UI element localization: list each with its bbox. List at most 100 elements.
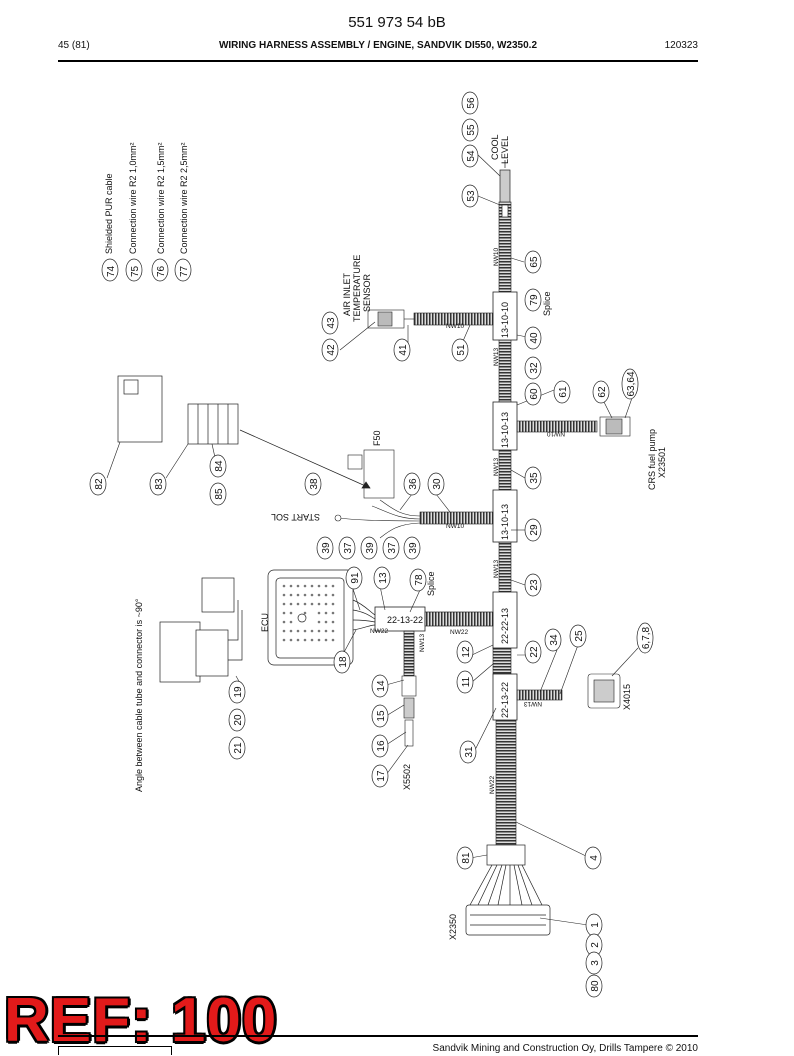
air-inlet-branch — [367, 309, 494, 329]
item-balloon-number: 4 — [589, 855, 600, 861]
junction-label: 22-13-22 — [500, 682, 510, 718]
junction-label: 13-10-13 — [500, 412, 510, 448]
rotated-labels: Shielded PUR cable Connection wire R2 1,… — [104, 134, 667, 940]
splice-label-78: Splice — [426, 571, 436, 596]
ref-stamp: REF: 100 — [4, 986, 278, 1055]
item-balloon: 85 — [209, 482, 227, 506]
item-balloon: 36 — [403, 472, 421, 496]
item-balloon: 25 — [569, 624, 587, 648]
item-balloon: 35 — [524, 466, 542, 490]
item-balloon: 39 — [316, 536, 334, 560]
item-balloon: 19 — [228, 680, 246, 704]
balloon-77: 77 — [179, 265, 190, 277]
air-inlet-line-3: SENSOR — [362, 273, 372, 312]
item-balloon: 51 — [451, 338, 469, 362]
item-balloon-number: 11 — [461, 676, 472, 687]
item-balloon: 15 — [371, 704, 389, 728]
item-balloon-number: 65 — [529, 256, 540, 268]
item-balloon: 37 — [382, 536, 400, 560]
item-balloon: 65 — [524, 250, 542, 274]
legend-text-76: Connection wire R2 1,5mm² — [156, 142, 166, 254]
document-number: 551 973 54 bB — [348, 14, 446, 31]
tube-label: NW13 — [493, 458, 500, 476]
item-balloon-number: 38 — [309, 478, 320, 490]
legend-text-75: Connection wire R2 1,0mm² — [128, 142, 138, 254]
item-balloon: 63,64 — [621, 368, 639, 400]
x2350-connector — [465, 844, 551, 936]
item-balloon: 91 — [345, 566, 363, 590]
x4015-branch — [516, 673, 621, 709]
item-balloon: 53 — [461, 184, 479, 208]
legend-text-77: Connection wire R2 2,5mm² — [179, 142, 189, 254]
item-balloon-number: 21 — [233, 742, 244, 754]
item-balloon: 31 — [459, 740, 477, 764]
item-balloon: 43 — [321, 311, 339, 335]
item-balloon: 13 — [373, 566, 391, 590]
item-balloon-number: 55 — [466, 124, 477, 136]
start-sol-label: START SOL — [271, 512, 320, 522]
item-balloon-number: 40 — [529, 332, 540, 344]
tube-label: NW10 — [446, 523, 464, 530]
ecu-connector — [267, 569, 494, 677]
item-balloon: 83 — [149, 472, 167, 496]
item-balloon: 23 — [524, 573, 542, 597]
item-balloon: 37 — [338, 536, 356, 560]
item-balloon: 4 — [584, 846, 602, 870]
item-balloon-number: 81 — [461, 852, 472, 864]
item-balloon: 32 — [524, 356, 542, 380]
item-balloon: 14 — [371, 674, 389, 698]
item-balloon: 34 — [544, 628, 562, 652]
tube-label: NW13 — [493, 560, 500, 578]
company-logo-frame — [58, 1046, 172, 1055]
item-balloon: 18 — [333, 650, 351, 674]
junction-labels: 13-10-10 13-10-13 13-10-13 22-22-13 22-1… — [387, 302, 510, 718]
item-balloon-number: 13 — [378, 572, 389, 584]
header-rule — [58, 60, 698, 62]
crs-pump-branch — [516, 416, 631, 437]
item-balloon-number: 37 — [387, 542, 398, 554]
air-inlet-line-1: AIR INLET — [342, 272, 352, 316]
item-balloon-number: 30 — [432, 478, 443, 490]
item-balloon-number: 17 — [376, 770, 387, 782]
item-balloon: 39 — [403, 536, 421, 560]
item-balloon: 20 — [228, 708, 246, 732]
item-balloon: 62 — [592, 380, 610, 404]
legend-balloons: 74 75 76 77 — [101, 258, 192, 282]
item-balloon: 38 — [304, 472, 322, 496]
item-balloon: 22 — [524, 640, 542, 664]
item-balloon: 6,7,8 — [636, 622, 654, 654]
item-balloon-number: 32 — [529, 362, 540, 374]
item-balloon-number: 1 — [590, 922, 601, 928]
item-balloon-number: 22 — [529, 646, 540, 658]
item-balloon: 55 — [461, 118, 479, 142]
item-balloon: 78 — [409, 568, 427, 592]
item-balloon-number: 34 — [549, 634, 560, 646]
junction-label: 22-22-13 — [500, 608, 510, 644]
item-balloon: 60 — [524, 382, 542, 406]
crs-pump-line-1: CRS fuel pump — [647, 429, 657, 490]
item-balloon-number: 84 — [214, 460, 225, 472]
junction-label: 13-10-10 — [500, 302, 510, 338]
item-balloon: 80 — [585, 974, 603, 998]
tube-label: NW10 — [446, 323, 464, 330]
item-balloon-number: 62 — [597, 386, 608, 398]
tube-label: NW22 — [450, 629, 468, 636]
item-balloon: 84 — [209, 454, 227, 478]
item-balloon-number: 29 — [529, 524, 540, 536]
cool-level-line-1: COOL — [490, 134, 500, 160]
tube-label: NW10 — [547, 430, 565, 437]
item-balloon: 16 — [371, 734, 389, 758]
start-sol-branch — [334, 449, 494, 539]
item-balloon: 79 — [524, 288, 542, 312]
footer-copyright: Sandvik Mining and Construction Oy, Dril… — [432, 1043, 698, 1054]
junction-blocks — [374, 291, 518, 721]
item-balloon: 40 — [524, 326, 542, 350]
item-balloon: 42 — [321, 338, 339, 362]
item-balloon-number: 85 — [214, 488, 225, 500]
item-balloon-number: 82 — [94, 478, 105, 490]
x5502-sensor — [401, 675, 417, 747]
item-balloon: 17 — [371, 764, 389, 788]
item-balloon-number: 36 — [408, 478, 419, 490]
item-balloon-number: 61 — [558, 386, 569, 398]
junction-label: 22-13-22 — [387, 615, 423, 625]
